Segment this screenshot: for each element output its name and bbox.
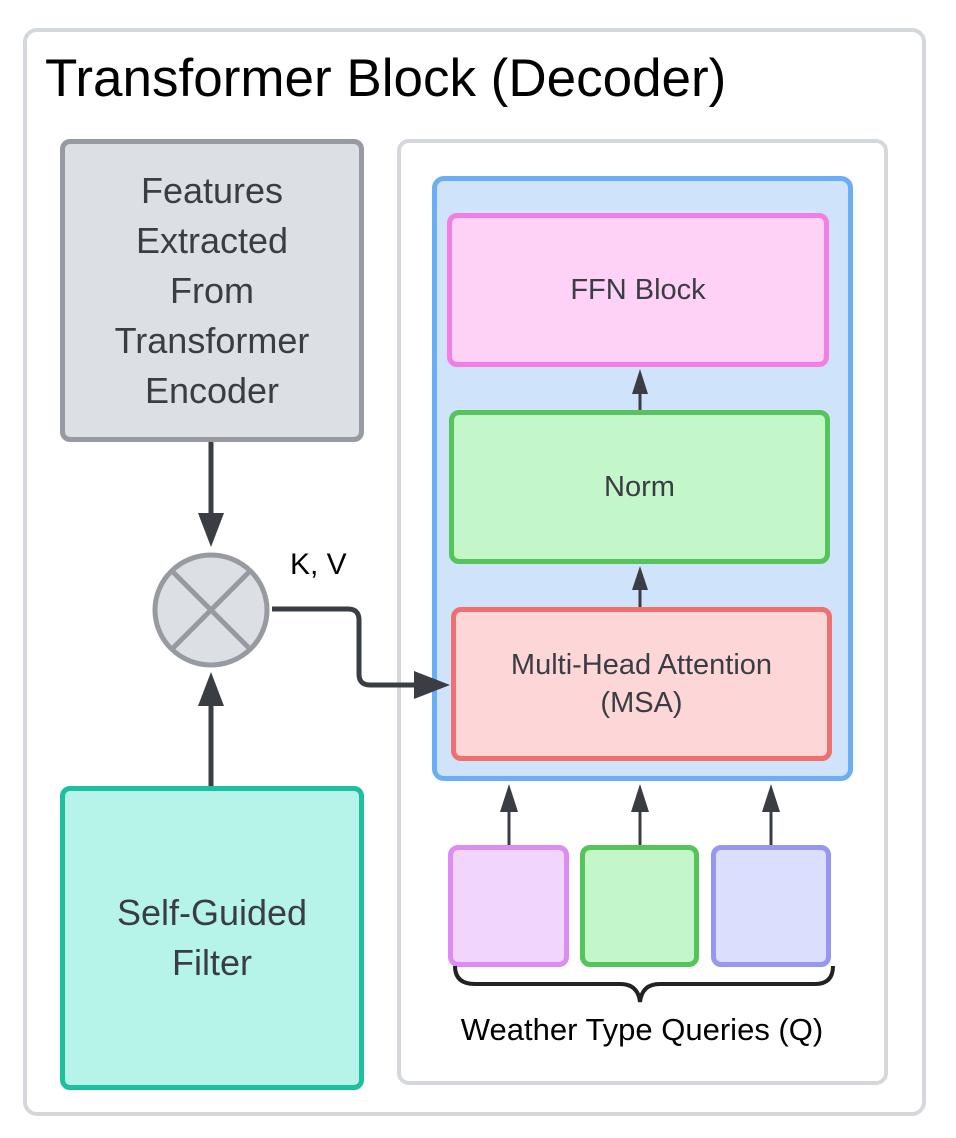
arrowhead-query-1 [500,784,518,812]
msa-line: Multi-Head Attention [510,649,773,681]
arrowhead-filter-to-multiply [198,672,224,706]
features-line: From [169,269,254,311]
arrowhead-query-2 [631,784,649,812]
multiply-icon [152,552,270,668]
arrowhead-query-3 [762,784,780,812]
self-guided-filter-box: Self-Guided Filter [60,786,364,1090]
filter-line: Self-Guided [116,892,308,933]
features-line: Features [140,169,284,211]
norm-label: Norm [604,470,675,503]
multi-head-attention-block: Multi-Head Attention (MSA) [451,607,832,761]
encoder-features-box: Features Extracted From Transformer Enco… [60,139,364,442]
ffn-block: FFN Block [447,213,829,367]
features-line: Transformer [114,319,310,361]
diagram-title: Transformer Block (Decoder) [45,49,727,108]
arrowhead-norm-to-ffn [632,369,648,394]
weather-queries-label: Weather Type Queries (Q) [460,1012,824,1047]
query-token-purple [448,845,569,967]
arrowhead-features-to-multiply [198,513,224,547]
features-line: Extracted [135,219,289,261]
ffn-label: FFN Block [570,273,706,306]
features-line: Encoder [144,369,280,411]
msa-line: (MSA) [600,687,683,719]
arrowhead-multiply-to-msa [414,671,450,699]
query-token-blue [711,845,831,967]
kv-label: K, V [290,548,347,581]
queries-brace [453,965,835,1003]
filter-line: Filter [171,942,252,983]
query-token-green [580,845,699,967]
arrowhead-msa-to-norm [632,566,648,590]
norm-block: Norm [449,410,830,564]
arrow-multiply-to-msa [272,606,416,688]
